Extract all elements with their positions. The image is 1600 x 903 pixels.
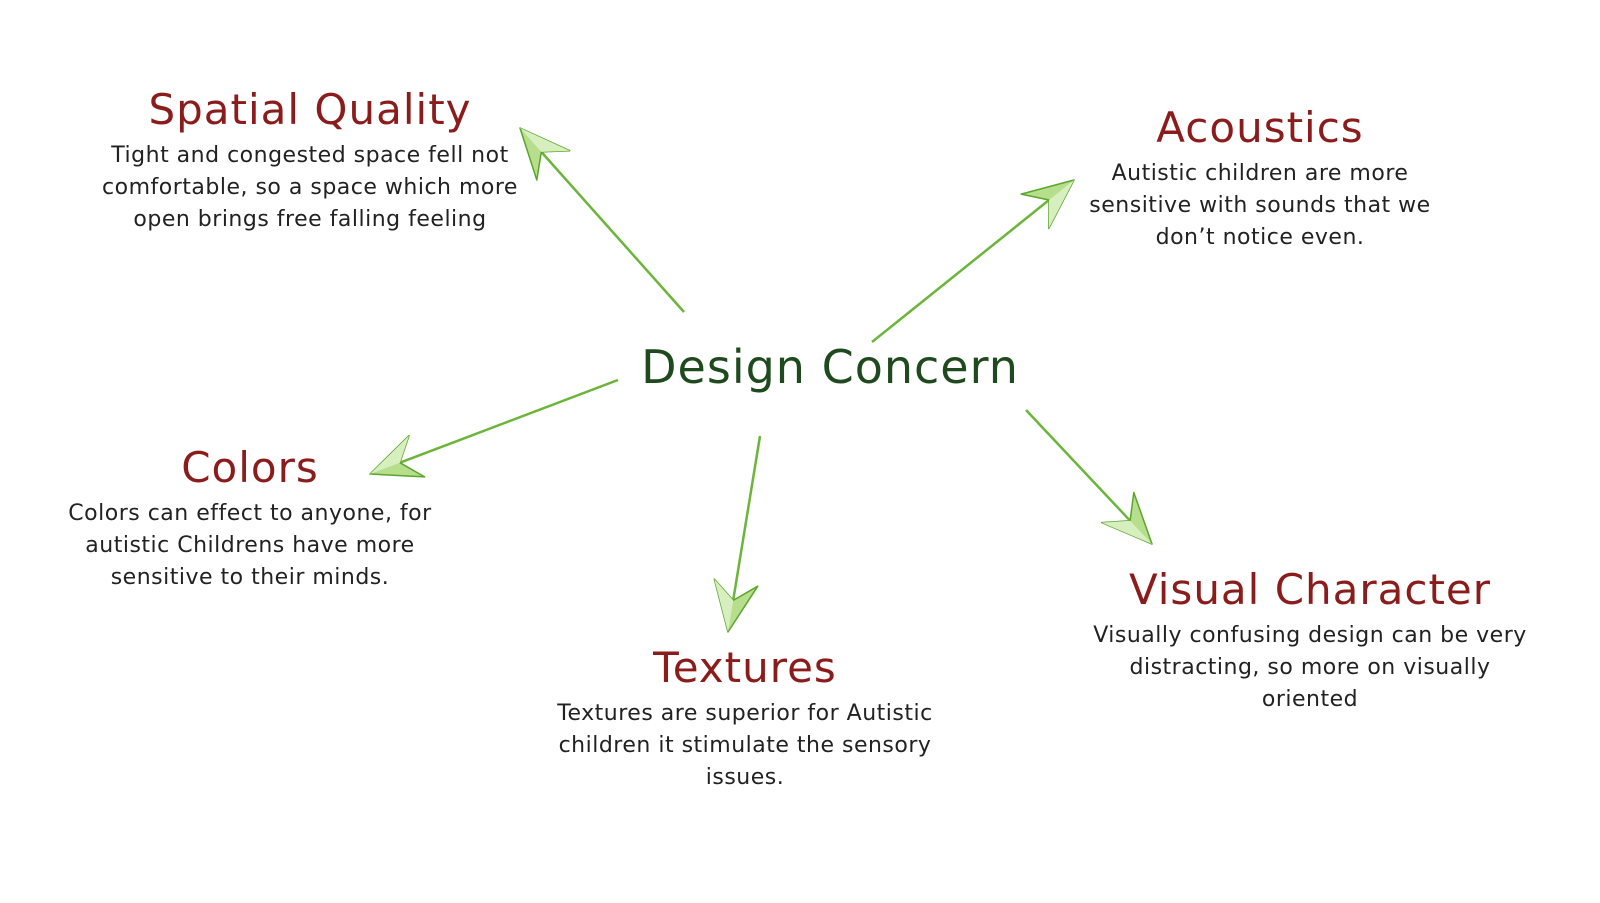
node-description-visual-character: Visually confusing design can be very di… <box>1093 623 1527 713</box>
node-description-acoustics: Autistic children are more sensitive wit… <box>1089 161 1431 251</box>
arrow-head-highlight <box>714 579 734 632</box>
node-title-acoustics: Acoustics <box>1156 103 1364 152</box>
arrow-head-highlight <box>1101 520 1152 544</box>
node-acoustics: Acoustics Autistic children are more sen… <box>1080 103 1440 254</box>
arrow-to-colors <box>369 378 619 478</box>
node-description-textures: Textures are superior for Autistic child… <box>557 701 933 791</box>
arrow-to-spatial-quality <box>519 127 685 313</box>
arrow-shaft <box>1025 409 1131 522</box>
arrow-head-highlight <box>370 435 409 474</box>
node-title-visual-character: Visual Character <box>1128 565 1492 614</box>
node-colors: Colors Colors can effect to anyone, for … <box>40 443 460 594</box>
node-spatial-quality: Spatial Quality Tight and congested spac… <box>70 85 550 236</box>
arrow-to-acoustics <box>871 179 1075 343</box>
node-textures: Textures Textures are superior for Autis… <box>540 643 950 794</box>
node-title-textures: Textures <box>653 643 837 692</box>
arrow-to-textures <box>713 435 762 633</box>
arrow-head-highlight <box>1048 180 1074 229</box>
arrow-shaft <box>540 151 685 313</box>
arrow-to-visual-character <box>1025 409 1153 545</box>
center-concept: Design Concern <box>641 340 1019 394</box>
arrow-shaft <box>871 199 1050 343</box>
node-title-spatial-quality: Spatial Quality <box>148 85 472 134</box>
arrow-shaft <box>399 378 619 464</box>
arrow-head-highlight <box>520 128 570 152</box>
node-description-spatial-quality: Tight and congested space fell not comfo… <box>102 143 518 233</box>
arrow-shaft <box>731 435 762 601</box>
node-visual-character: Visual Character Visually confusing desi… <box>1090 565 1530 716</box>
node-description-colors: Colors can effect to anyone, for autisti… <box>68 501 432 591</box>
node-title-colors: Colors <box>181 443 319 492</box>
